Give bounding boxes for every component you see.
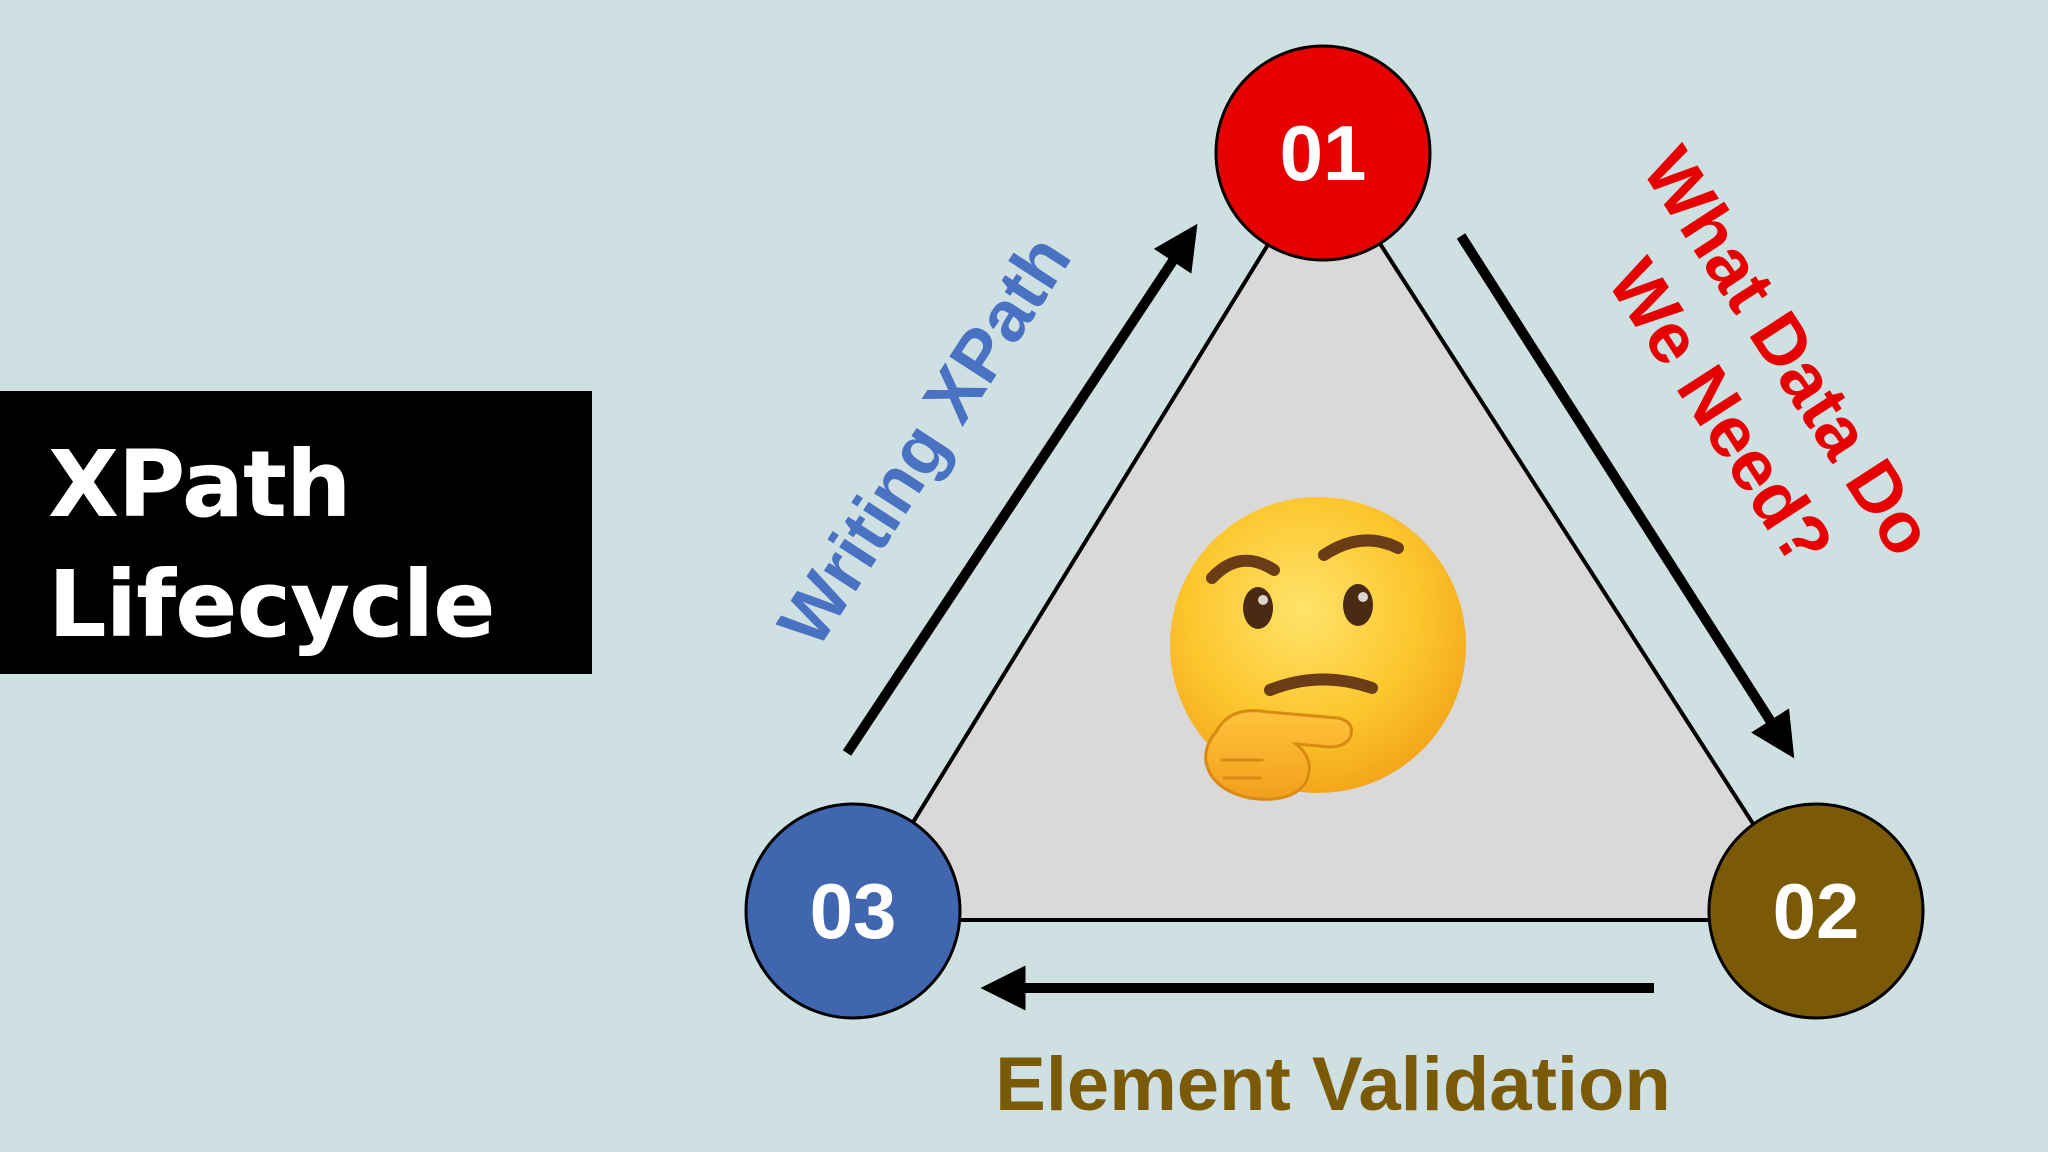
edge-label-writing-xpath: Writing XPath <box>763 222 1086 660</box>
thinking-face-icon <box>1170 497 1466 801</box>
node-02-circle <box>1707 802 1925 1020</box>
arrow-left-edge <box>842 223 1198 756</box>
title-line-1: XPath <box>48 431 351 538</box>
node-01-label: 01 <box>1280 109 1367 197</box>
node-01: 01 <box>1214 44 1432 262</box>
node-03-circle <box>744 802 962 1020</box>
edge-label-element-validation: Element Validation <box>995 1042 1671 1127</box>
title-line-2: Lifecycle <box>48 551 496 658</box>
node-01-circle <box>1214 44 1432 262</box>
node-03-label: 03 <box>810 867 897 955</box>
node-02: 02 <box>1707 802 1925 1020</box>
node-03: 03 <box>744 802 962 1020</box>
arrow-right-edge <box>1456 233 1795 759</box>
title-box: XPath Lifecycle <box>0 391 592 674</box>
node-02-label: 02 <box>1773 867 1860 955</box>
